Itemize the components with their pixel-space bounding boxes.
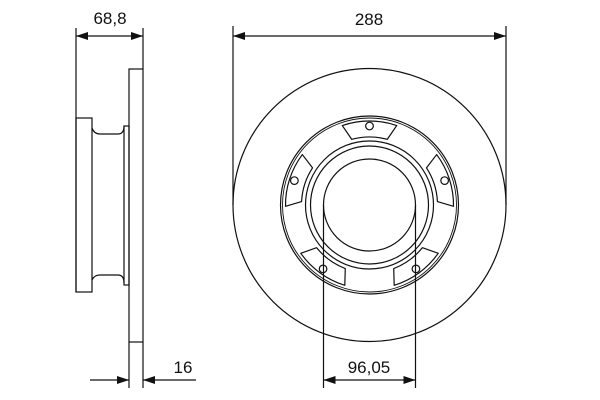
bolt-hole <box>365 121 374 131</box>
disc-section <box>128 68 144 343</box>
dimension-label-68-8: 68,8 <box>93 9 126 28</box>
hub-pad <box>341 120 398 140</box>
hub-pads <box>284 120 455 286</box>
disc-outer-edge <box>232 67 507 343</box>
side-view: 68,8 16 <box>75 9 196 388</box>
hub-outer-chamfer <box>282 117 457 293</box>
bolt-hole <box>440 176 450 185</box>
hub-pad <box>284 153 314 207</box>
hub-flange <box>75 117 93 293</box>
hub-step <box>123 125 130 286</box>
center-bore <box>322 158 417 252</box>
dimension-label-16: 16 <box>174 358 193 377</box>
hub-pad <box>393 247 439 286</box>
hub-outer-edge <box>279 115 460 295</box>
hub-ring-outer <box>304 140 435 270</box>
bolt-holes <box>289 121 450 274</box>
front-view: 288 96,05 <box>232 10 507 388</box>
hub-neck <box>91 125 125 284</box>
hub-pad <box>425 153 455 207</box>
hub-pad <box>300 247 346 286</box>
dimension-label-288: 288 <box>355 10 383 29</box>
hub-ring-inner <box>309 145 430 265</box>
bolt-hole <box>289 176 299 185</box>
dimension-label-96-05: 96,05 <box>348 358 391 377</box>
